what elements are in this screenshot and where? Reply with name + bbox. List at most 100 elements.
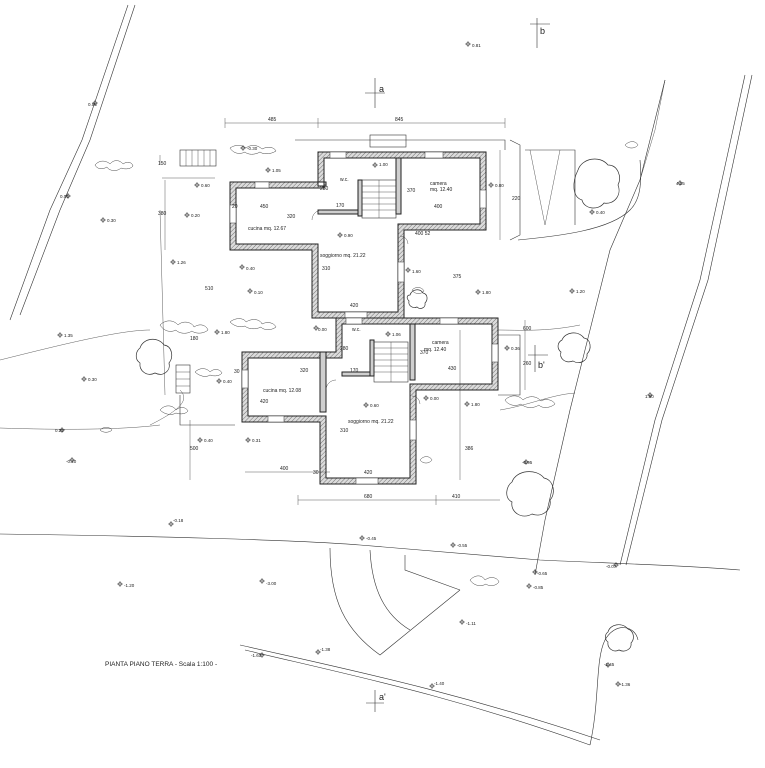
level-marker: 0.00 bbox=[430, 396, 439, 401]
lower-partition-4 bbox=[319, 351, 327, 413]
dim-l-280: 280 bbox=[340, 346, 349, 352]
level-marker: -0.20 bbox=[66, 459, 77, 464]
level-marker: 0.40 bbox=[596, 210, 605, 215]
dim-u-420: 420 bbox=[350, 303, 359, 309]
tree-4 bbox=[506, 471, 554, 517]
dim-u-220: 220 bbox=[512, 196, 521, 202]
level-marker: 1.35 bbox=[64, 333, 73, 338]
dim-u-380: 380 bbox=[158, 211, 167, 217]
level-marker: -0.07 bbox=[606, 564, 617, 569]
dim-l-400: 400 bbox=[280, 466, 289, 472]
level-marker: 1.80 bbox=[471, 402, 480, 407]
dim-u-370: 370 bbox=[407, 188, 416, 194]
room-labels: cucina mq. 12.67 soggiorno mq. 21.22 cam… bbox=[248, 177, 452, 425]
hedge-3 bbox=[159, 320, 209, 334]
level-marker: 1.06 bbox=[392, 332, 401, 337]
upper-unit-walls bbox=[229, 151, 487, 319]
section-a-prime-label: a' bbox=[379, 692, 386, 702]
terraces bbox=[175, 134, 576, 426]
lower-wc-label: w.c. bbox=[352, 327, 361, 333]
level-markers: 0.55 0.81 0.06 0.30 0.60 0.20 -0.30 1.05… bbox=[55, 40, 685, 690]
level-marker: -1.20 bbox=[124, 583, 135, 588]
dim-u-450: 450 bbox=[260, 204, 269, 210]
dim-l-170: 170 bbox=[350, 368, 359, 374]
dim-l-30: 30 bbox=[234, 369, 240, 375]
dim-top-left: 485 bbox=[268, 117, 277, 123]
tree-6 bbox=[605, 624, 634, 652]
level-marker: 1.20 bbox=[576, 289, 585, 294]
terrace-lower-left bbox=[179, 395, 235, 426]
tree-3 bbox=[557, 332, 591, 363]
level-marker: 0.20 bbox=[191, 213, 200, 218]
dim-top-right: 845 bbox=[395, 117, 404, 123]
level-marker: -0.65 bbox=[537, 571, 548, 576]
level-marker: -0.45 bbox=[366, 536, 377, 541]
dim-u-20: 20 bbox=[232, 204, 238, 210]
level-marker: -1.38 bbox=[320, 647, 331, 652]
plan-title: PIANTA PIANO TERRA - Scala 1:100 - bbox=[105, 661, 217, 668]
hedge-1 bbox=[94, 160, 134, 171]
dim-u-170: 170 bbox=[336, 203, 345, 209]
dim-l-420b: 420 bbox=[364, 470, 373, 476]
driveway-curve-outer bbox=[329, 547, 461, 656]
lower-camera-area: mq. 12.40 bbox=[424, 347, 446, 353]
driveway-edge bbox=[404, 555, 461, 591]
upper-soggiorno-label: soggiorno mq. 21.22 bbox=[320, 253, 366, 259]
dim-l-600: 600 bbox=[523, 326, 532, 332]
dim-u-510: 510 bbox=[205, 286, 214, 292]
level-marker: 0.60 bbox=[370, 403, 379, 408]
hedge-5 bbox=[159, 405, 189, 415]
level-marker: 0.40 bbox=[223, 379, 232, 384]
level-marker: 0.06 bbox=[60, 194, 69, 199]
level-marker: -0.55 bbox=[457, 543, 468, 548]
property-line-right-1 bbox=[619, 74, 746, 566]
dim-l-420: 420 bbox=[260, 399, 269, 405]
hedge-10 bbox=[411, 287, 425, 294]
property-line-right-2 bbox=[625, 74, 753, 566]
terrain-line-5 bbox=[499, 392, 576, 411]
level-marker: -1.11 bbox=[466, 621, 476, 626]
section-markers: a a' b b' bbox=[365, 18, 550, 712]
lower-unit bbox=[241, 317, 499, 485]
dim-l-30b: 30 bbox=[313, 470, 319, 476]
dim-u-150: 150 bbox=[158, 161, 167, 167]
terrain-line-4 bbox=[149, 389, 184, 426]
upper-unit bbox=[229, 151, 487, 319]
section-b-label: b bbox=[540, 26, 545, 36]
upper-partition-1 bbox=[317, 209, 359, 215]
terrain-line-7 bbox=[159, 155, 215, 179]
level-marker: -3.00 bbox=[266, 581, 277, 586]
hedge-12 bbox=[624, 141, 639, 149]
trees bbox=[135, 158, 634, 652]
dim-l-386: 386 bbox=[465, 446, 474, 452]
dim-u-310: 310 bbox=[322, 266, 331, 272]
ramp-lines bbox=[529, 149, 561, 226]
level-marker: 0.81 bbox=[472, 43, 481, 48]
dimension-labels: 485 845 450 20 170 400 400 52 370 320 38… bbox=[158, 117, 532, 500]
level-marker: -1.63 bbox=[251, 653, 262, 658]
dim-l-430: 430 bbox=[448, 366, 457, 372]
terrace-right-2 bbox=[525, 149, 576, 225]
terrain-line-2 bbox=[0, 329, 151, 361]
level-marker: 1.26 bbox=[177, 260, 186, 265]
level-marker: 4.15 bbox=[676, 181, 685, 186]
level-marker: 1.80 bbox=[482, 290, 491, 295]
level-marker: -0.30 bbox=[247, 146, 258, 151]
level-marker: 0.90 bbox=[344, 233, 353, 238]
level-marker: 1.05 bbox=[272, 168, 281, 173]
terrace-top bbox=[295, 139, 506, 150]
hedge-8 bbox=[504, 395, 556, 408]
section-a-label: a bbox=[379, 84, 384, 94]
tree-2 bbox=[135, 339, 173, 375]
level-marker: 1.50 bbox=[645, 394, 654, 399]
level-marker: 0.40 bbox=[204, 438, 213, 443]
upper-partition-3 bbox=[357, 179, 363, 217]
level-marker: 0.55 bbox=[88, 102, 97, 107]
level-marker: 0.25 bbox=[55, 428, 64, 433]
dimension-lines bbox=[164, 118, 526, 505]
embankment-line bbox=[534, 79, 666, 576]
hedge-4 bbox=[229, 318, 277, 330]
level-marker: 0.10 bbox=[254, 290, 263, 295]
lower-camera-label: camera bbox=[432, 340, 449, 346]
property-line-left-2 bbox=[9, 4, 129, 321]
